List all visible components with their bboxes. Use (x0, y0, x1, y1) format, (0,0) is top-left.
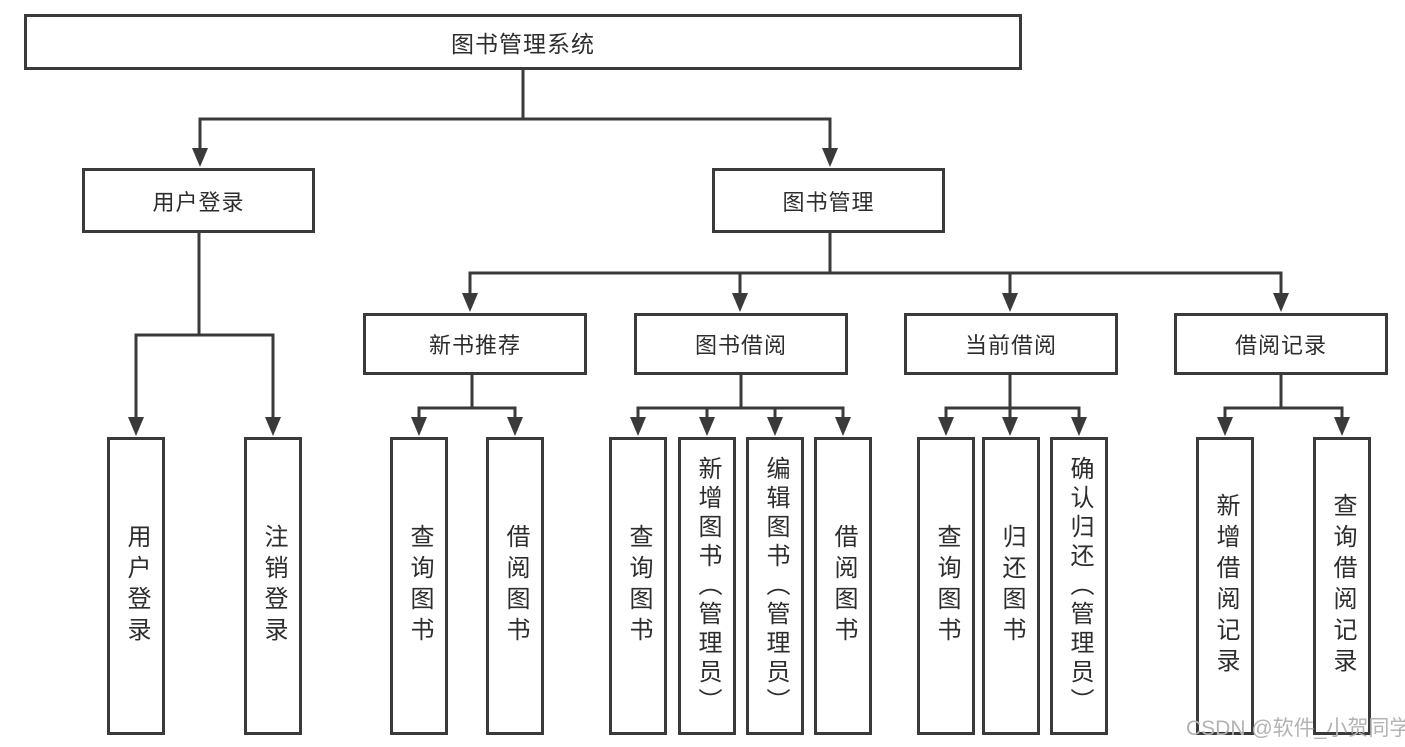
node-label: 当前借阅 (964, 333, 1057, 358)
arrow-down-icon (767, 417, 783, 436)
node-label: 图书管理系统 (451, 31, 595, 57)
node-user-login: 用户登录 (82, 168, 315, 233)
arrow-down-icon (507, 417, 523, 436)
node-label: 新增图书（管理员） (694, 455, 721, 717)
node-label: 图书借阅 (694, 333, 787, 358)
arrow-down-icon (265, 417, 281, 436)
node-new-book-recommend: 新书推荐 (363, 313, 587, 375)
node-book-management: 图书管理 (712, 168, 945, 233)
node-book-borrowing: 图书借阅 (634, 313, 848, 375)
leaf-recommend-query-books: 查询图书 (390, 437, 448, 735)
arrow-down-icon (128, 417, 144, 436)
node-label: 编辑图书（管理员） (762, 455, 789, 717)
node-label: 新增借阅记录 (1212, 493, 1239, 679)
node-label: 查询借阅记录 (1329, 493, 1356, 679)
arrow-down-icon (1273, 293, 1289, 312)
node-label: 新书推荐 (428, 333, 521, 358)
node-label: 查询图书 (625, 524, 652, 648)
arrow-down-icon (938, 417, 954, 436)
leaf-borrowing-borrow-books: 借阅图书 (814, 437, 872, 735)
leaf-records-add-record: 新增借阅记录 (1196, 437, 1254, 735)
arrow-down-icon (411, 417, 427, 436)
arrow-down-icon (1334, 417, 1350, 436)
arrow-down-icon (1071, 417, 1087, 436)
node-current-borrowing: 当前借阅 (904, 313, 1118, 375)
node-label: 注销登录 (260, 524, 287, 648)
leaf-current-return-books: 归还图书 (982, 437, 1040, 735)
arrow-down-icon (1002, 293, 1018, 312)
arrow-down-icon (1002, 417, 1018, 436)
leaf-user-login: 用户登录 (107, 437, 165, 735)
arrow-down-icon (192, 148, 208, 167)
arrow-down-icon (835, 417, 851, 436)
node-label: 确认归还（管理员） (1066, 455, 1093, 717)
arrow-down-icon (462, 293, 478, 312)
leaf-recommend-borrow-books: 借阅图书 (486, 437, 544, 735)
node-label: 借阅图书 (830, 524, 857, 648)
node-label: 图书管理 (782, 189, 875, 215)
node-borrowing-records: 借阅记录 (1174, 313, 1388, 375)
node-label: 借阅记录 (1234, 333, 1327, 358)
node-label: 用户登录 (152, 189, 245, 215)
leaf-records-query-record: 查询借阅记录 (1313, 437, 1371, 735)
node-label: 用户登录 (123, 524, 150, 648)
node-label: 查询图书 (933, 524, 960, 648)
leaf-logout: 注销登录 (244, 437, 302, 735)
arrow-down-icon (699, 417, 715, 436)
arrow-down-icon (630, 417, 646, 436)
leaf-current-confirm-return-admin: 确认归还（管理员） (1050, 437, 1108, 735)
csdn-watermark: CSDN @软件_小贺同学 (1186, 717, 1405, 740)
leaf-current-query-books: 查询图书 (917, 437, 975, 735)
leaf-borrowing-query-books: 查询图书 (609, 437, 667, 735)
leaf-borrowing-add-books-admin: 新增图书（管理员） (678, 437, 736, 735)
leaf-borrowing-edit-books-admin: 编辑图书（管理员） (746, 437, 804, 735)
node-library-management-system: 图书管理系统 (24, 14, 1022, 70)
node-label: 归还图书 (998, 524, 1025, 648)
arrow-down-icon (732, 293, 748, 312)
arrow-down-icon (1217, 417, 1233, 436)
node-label: 借阅图书 (502, 524, 529, 648)
arrowheads (128, 148, 1350, 436)
arrow-down-icon (822, 148, 838, 167)
node-label: 查询图书 (406, 524, 433, 648)
